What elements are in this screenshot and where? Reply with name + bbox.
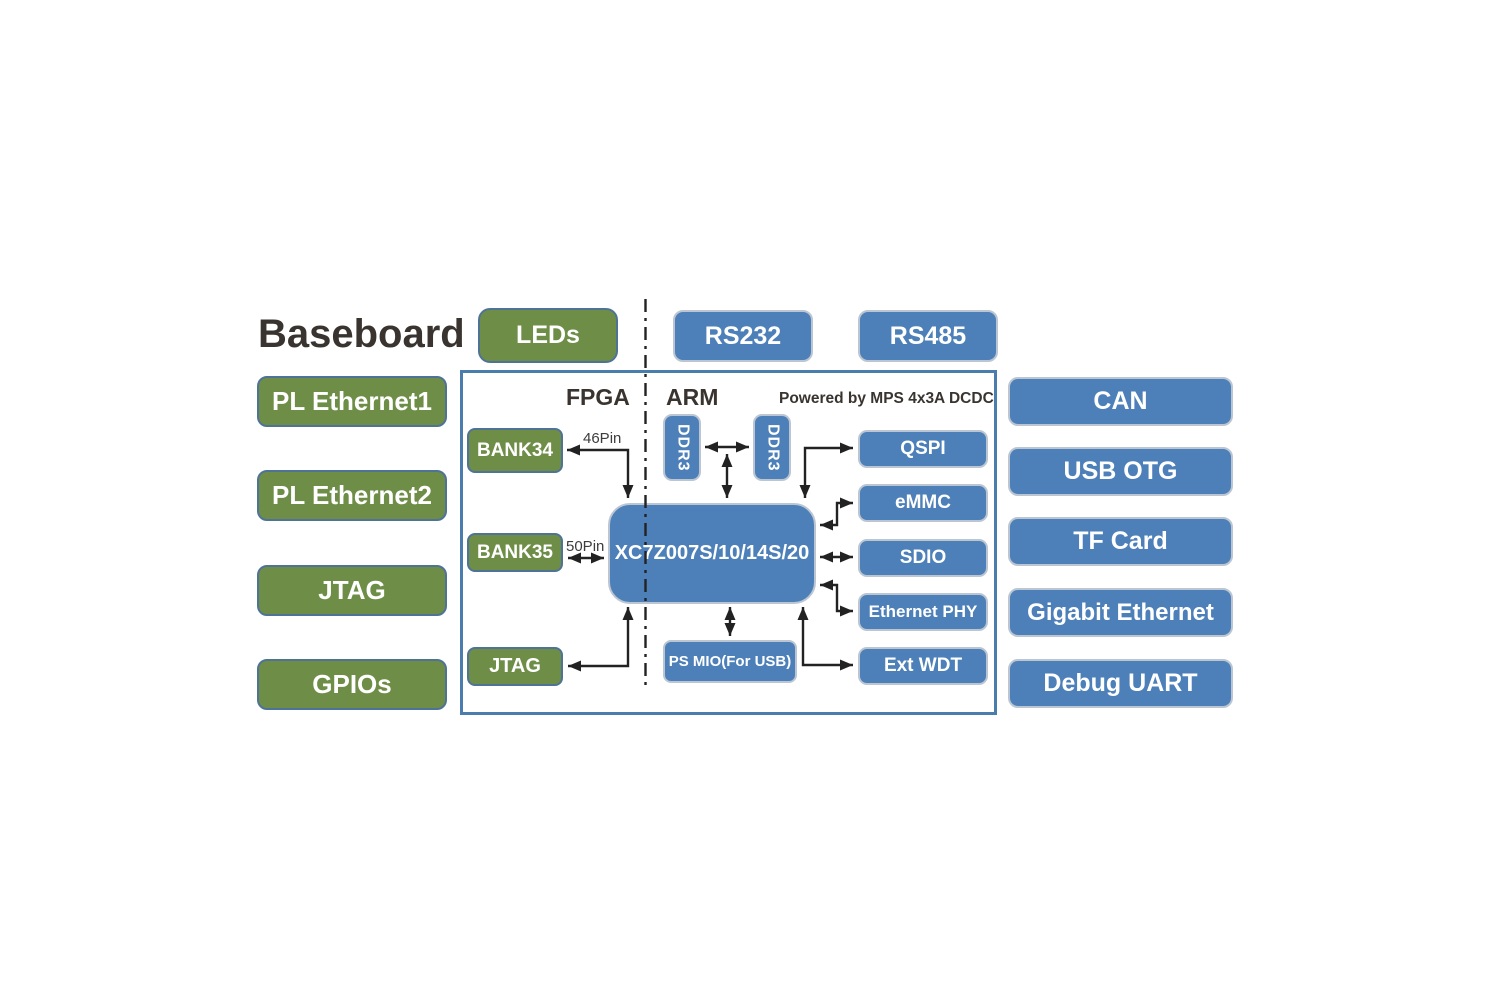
- block-jtag-external: JTAG: [257, 565, 447, 616]
- pin46-label: 46Pin: [583, 430, 622, 447]
- block-usb-otg: USB OTG: [1008, 447, 1233, 496]
- rs485-block: RS485: [858, 310, 998, 362]
- arm-region-label: ARM: [666, 384, 719, 410]
- rs232-block: RS232: [673, 310, 813, 362]
- block-gigabit-ethernet: Gigabit Ethernet: [1008, 588, 1233, 637]
- page-title: Baseboard: [258, 312, 465, 356]
- qspi-block: QSPI: [858, 430, 988, 468]
- fpga-region-label: FPGA: [566, 384, 630, 410]
- soc-chip-block: XC7Z007S/10/14S/20: [608, 503, 816, 604]
- ddr3-left-block: DDR3: [663, 414, 701, 481]
- block-can: CAN: [1008, 377, 1233, 426]
- ps-mio-block: PS MIO(For USB): [663, 640, 797, 683]
- emmc-block: eMMC: [858, 484, 988, 522]
- block-gpios: GPIOs: [257, 659, 447, 710]
- ext-wdt-block: Ext WDT: [858, 647, 988, 685]
- ethernet-phy-block: Ethernet PHY: [858, 593, 988, 631]
- block-pl-ethernet1: PL Ethernet1: [257, 376, 447, 427]
- pin50-label: 50Pin: [566, 538, 605, 555]
- block-pl-ethernet2: PL Ethernet2: [257, 470, 447, 521]
- ddr3-right-block: DDR3: [753, 414, 791, 481]
- power-note-label: Powered by MPS 4x3A DCDC: [779, 390, 994, 407]
- block-debug-uart: Debug UART: [1008, 659, 1233, 708]
- som-module-box: [460, 370, 997, 715]
- bank35-block: BANK35: [467, 533, 563, 572]
- jtag-inner-block: JTAG: [467, 647, 563, 686]
- leds-block: LEDs: [478, 308, 618, 363]
- bank34-block: BANK34: [467, 428, 563, 473]
- sdio-block: SDIO: [858, 539, 988, 577]
- block-tf-card: TF Card: [1008, 517, 1233, 566]
